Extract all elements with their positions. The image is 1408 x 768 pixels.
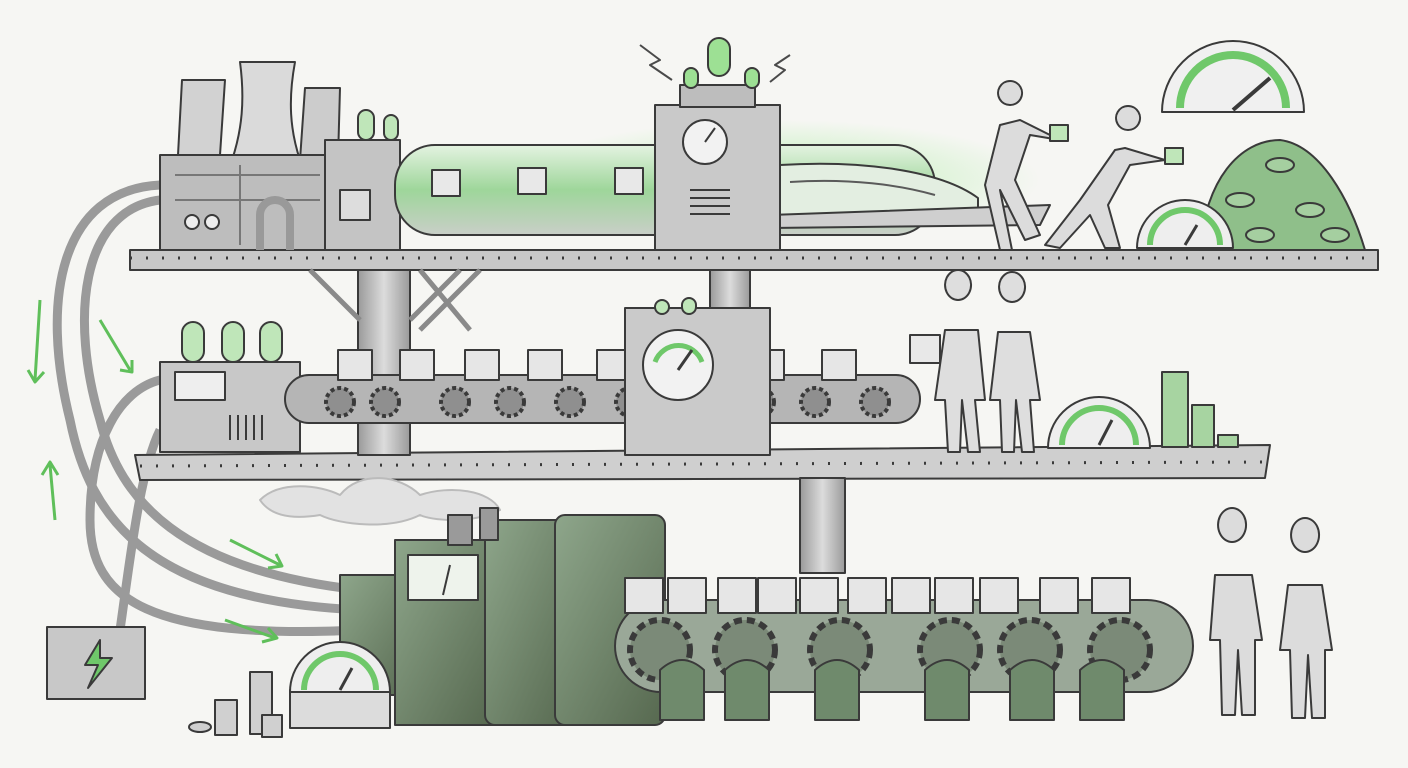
- box-icon: [337, 349, 373, 381]
- gauge-icon: [642, 329, 714, 401]
- box-icon: [1039, 577, 1079, 614]
- bulb-icon: [181, 321, 205, 363]
- arrow-icon: [26, 299, 284, 644]
- conveyor-leg: [659, 659, 705, 721]
- conveyor-leg: [1009, 659, 1055, 721]
- bulb-icon: [744, 67, 760, 89]
- box-icon: [799, 577, 839, 614]
- box-icon: [399, 349, 435, 381]
- top-shelf: [129, 249, 1379, 271]
- gear-icon: [369, 386, 401, 418]
- box-icon: [337, 349, 857, 381]
- gauge-icon: [1161, 40, 1305, 113]
- box-icon: [624, 577, 1131, 614]
- box-icon: [891, 577, 931, 614]
- coin-pile: [1199, 139, 1366, 251]
- power-plant: [159, 61, 341, 251]
- box-icon: [624, 577, 664, 614]
- gear-icon: [799, 386, 831, 418]
- conveyor-leg: [724, 659, 770, 721]
- inspection-machine: [624, 297, 771, 456]
- box-icon: [1091, 577, 1131, 614]
- box-icon: [527, 349, 563, 381]
- gauge-icon: [1047, 396, 1151, 449]
- worker-figures-standing: [909, 269, 1041, 453]
- feeder-machine: [324, 109, 401, 251]
- box-icon: [431, 167, 644, 197]
- box-icon: [821, 349, 857, 381]
- worker-figures-arms-crossed: [1209, 507, 1333, 719]
- conveyor-leg: [1079, 659, 1125, 721]
- conveyor-bottom: [614, 577, 1194, 721]
- box-icon: [757, 577, 797, 614]
- lightning-bolt-icon: [84, 639, 113, 689]
- gear-icon: [494, 386, 526, 418]
- bulb-icon: [683, 67, 699, 89]
- middle-shelf: [134, 444, 1271, 481]
- green-machine: [339, 507, 666, 726]
- box-icon: [464, 349, 500, 381]
- tower-machine: [639, 37, 791, 251]
- cable-bundle: [52, 180, 361, 637]
- conveyor-leg: [924, 659, 970, 721]
- gear-icon: [324, 386, 356, 418]
- coin-stacks: [188, 671, 283, 738]
- gauge-icon: [289, 641, 391, 729]
- conveyor-supports: [659, 659, 1125, 721]
- box-icon: [667, 577, 707, 614]
- coin-stacks: [1161, 371, 1239, 448]
- conveyor-leg: [814, 659, 860, 721]
- gear-icon: [439, 386, 471, 418]
- bulb-icon: [383, 114, 399, 141]
- bulb-icon: [221, 321, 245, 363]
- worker-figures-running: [984, 80, 1184, 251]
- box-icon: [847, 577, 887, 614]
- bulb-icon: [707, 37, 731, 77]
- bulb-icon: [259, 321, 283, 363]
- box-icon: [979, 577, 1019, 614]
- bulb-icon: [357, 109, 375, 141]
- lightning-bolt-icon: [639, 44, 791, 83]
- battery-box: [46, 626, 146, 700]
- gauge-icon: [1136, 199, 1234, 249]
- box-icon: [717, 577, 757, 614]
- gear-icon: [859, 386, 891, 418]
- box-icon: [934, 577, 974, 614]
- bulb-machine: [159, 321, 301, 453]
- gear-icon: [554, 386, 586, 418]
- smoke-cloud: [259, 477, 501, 526]
